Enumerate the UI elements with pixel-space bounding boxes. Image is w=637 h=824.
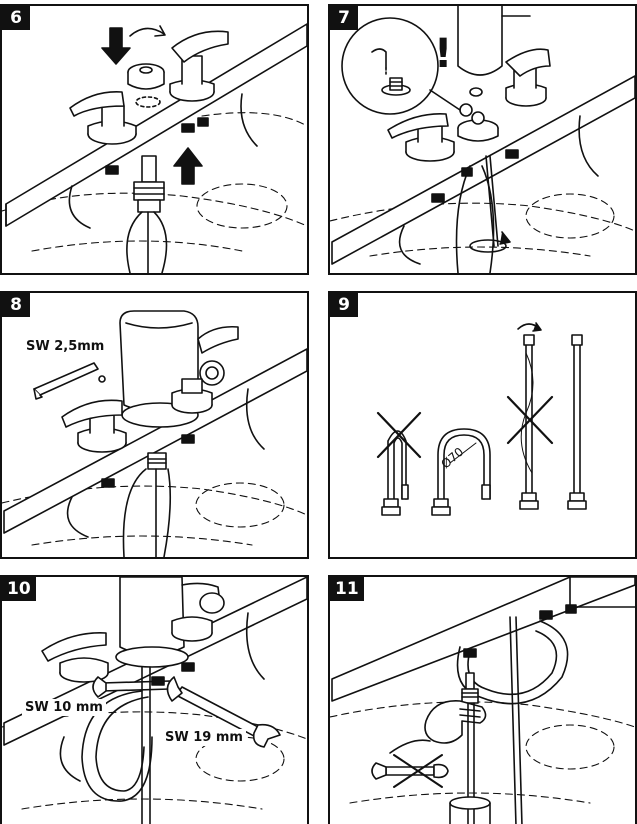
- wrench-size-label-1: SW 10 mm: [22, 699, 106, 716]
- mounting-nuts: [463, 604, 577, 658]
- cross-mark-icon: [506, 395, 554, 445]
- step-11-illustration: [330, 577, 635, 824]
- right-escutcheon: [171, 616, 213, 642]
- step-number: 11: [330, 577, 364, 601]
- step-9-illustration: [376, 322, 587, 516]
- arrow-down-icon: [101, 27, 131, 65]
- hose-twisted: [519, 334, 539, 510]
- arrow-up-icon: [173, 147, 203, 185]
- cross-mark-icon: [376, 411, 422, 459]
- mounting-nuts: [431, 149, 519, 203]
- warning-icon: !: [434, 31, 453, 77]
- step-number: 6: [2, 6, 30, 30]
- step-6-panel: 6: [0, 4, 309, 275]
- step-number: 8: [2, 293, 30, 317]
- basin-outline: [330, 193, 635, 257]
- step-10-panel: 10 SW 10 mm SW 19 mm: [0, 575, 309, 824]
- right-handle: [169, 30, 229, 102]
- step-7-panel: 7 !: [328, 4, 637, 275]
- hex-key-icon: [33, 362, 106, 400]
- valve-disc: [457, 87, 499, 142]
- left-handle: [387, 113, 455, 162]
- rotate-icon: [469, 155, 511, 253]
- step-number: 10: [2, 577, 36, 601]
- wrench-size-label-2: SW 19 mm: [162, 729, 246, 746]
- valve-connector: [147, 452, 167, 470]
- step-11-panel: 11: [328, 575, 637, 824]
- spout-body: [457, 6, 531, 76]
- left-handle: [69, 91, 137, 145]
- cross-mark-icon: [393, 754, 443, 788]
- rotate-icon: [517, 322, 542, 332]
- hose-straight: [567, 334, 587, 510]
- supply-hose: [122, 468, 172, 557]
- hose-tight-bend: [381, 430, 409, 516]
- countertop: [331, 577, 635, 702]
- step-7-illustration: [330, 6, 635, 273]
- basin-outline: [330, 701, 635, 804]
- mounting-nuts: [101, 434, 195, 488]
- step-8-panel: 8 SW 2,5mm: [0, 291, 309, 559]
- spout-body: [115, 577, 225, 668]
- wrench-icon: [166, 676, 281, 748]
- rotate-icon: [129, 25, 166, 37]
- step-8-illustration: [2, 310, 307, 557]
- cartridge: [127, 63, 165, 108]
- right-handle: [197, 325, 239, 386]
- drain-pipe: [449, 796, 491, 824]
- step-number: 7: [330, 6, 358, 30]
- detail-magnifier: [341, 17, 461, 115]
- valve-connector: [133, 155, 165, 213]
- hex-key-size-label: SW 2,5mm: [26, 339, 105, 354]
- supply-hose: [126, 211, 168, 273]
- step-number: 9: [330, 293, 358, 317]
- hand-icon: [389, 700, 487, 754]
- mounting-nuts: [105, 117, 209, 175]
- hose-correct-bend: [431, 428, 491, 516]
- right-handle: [505, 48, 551, 107]
- right-escutcheon: [171, 378, 213, 414]
- left-handle: [41, 632, 109, 683]
- step-9-panel: 9 Ø70: [328, 291, 637, 559]
- left-handle: [61, 399, 127, 453]
- step-6-illustration: [2, 23, 307, 273]
